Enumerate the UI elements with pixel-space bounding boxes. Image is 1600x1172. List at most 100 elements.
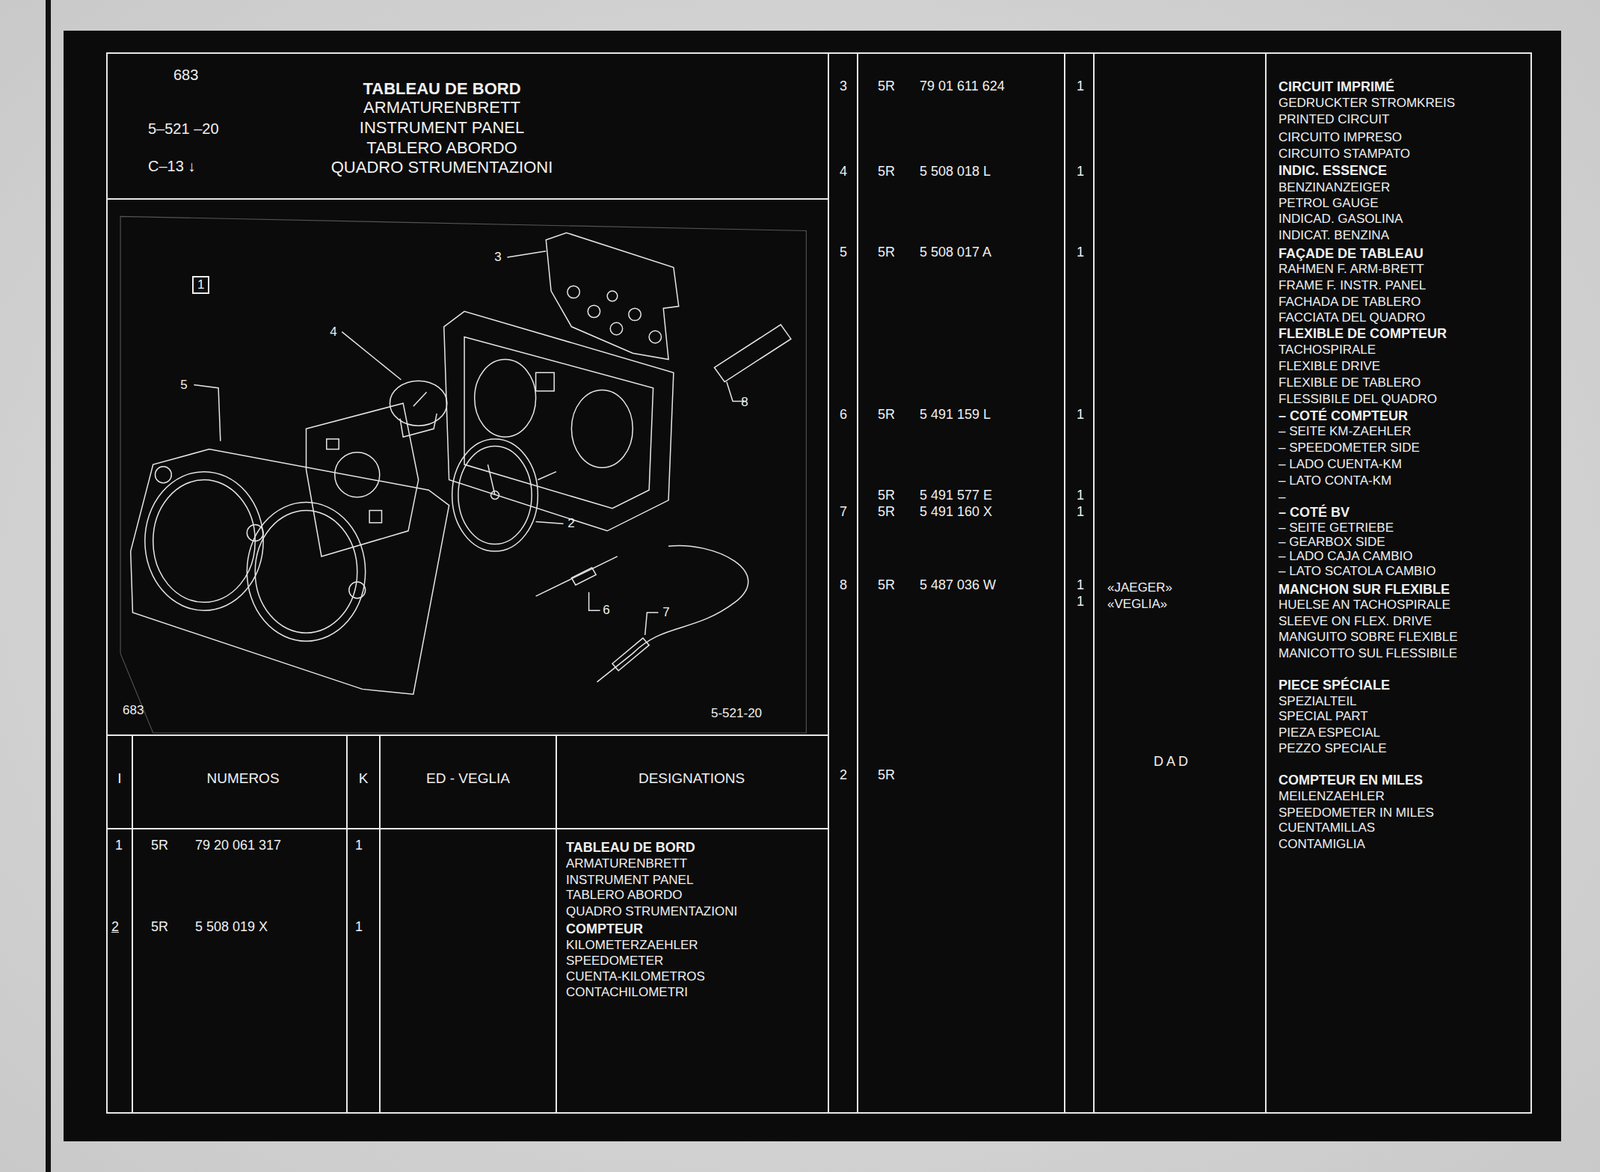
line-art xyxy=(106,53,1532,1113)
line-art xyxy=(1265,53,1267,1113)
table-cell: MEILENZAEHLER xyxy=(1278,788,1385,804)
table-cell: 5R xyxy=(877,503,895,519)
table-cell: 5R xyxy=(877,577,895,593)
line-art xyxy=(145,471,264,611)
line-art xyxy=(246,502,365,642)
table-cell: FLEXIBLE DE COMPTEUR xyxy=(1278,325,1447,341)
table-cell: MANGUITO SOBRE FLEXIBLE xyxy=(1278,629,1458,645)
line-art xyxy=(106,734,829,736)
boxed-callout: 1 xyxy=(192,275,210,294)
table-cell: FLEXIBLE DE TABLERO xyxy=(1278,375,1421,391)
table-cell: 5R xyxy=(877,244,895,260)
line-art xyxy=(587,305,600,318)
line-art xyxy=(452,438,539,552)
line-art xyxy=(827,53,830,1113)
line-art xyxy=(130,449,450,695)
table-cell: TABLERO ABORDO xyxy=(565,887,683,903)
line-art xyxy=(346,734,348,1113)
table-cell: 1 xyxy=(1076,503,1085,519)
line-art xyxy=(645,612,659,635)
line-art xyxy=(106,827,829,830)
callout-number: 1 xyxy=(197,277,205,292)
header-text: QUADRO STRUMENTAZIONI xyxy=(331,160,554,175)
table-cell: K xyxy=(358,770,369,786)
line-art xyxy=(444,311,674,531)
table-cell: 5 491 160 X xyxy=(919,503,993,519)
table-cell: «VEGLIA» xyxy=(1107,596,1168,612)
line-art xyxy=(491,491,500,500)
table-cell: 5 491 159 L xyxy=(919,406,991,422)
line-art xyxy=(326,438,339,450)
line-art xyxy=(610,322,623,335)
line-art xyxy=(334,452,380,498)
table-cell: – SPEEDOMETER SIDE xyxy=(1278,440,1420,456)
table-cell: SPEZIALTEIL xyxy=(1278,693,1358,709)
table-cell: SPEEDOMETER IN MILES xyxy=(1278,805,1435,821)
table-cell: 8 xyxy=(839,577,848,593)
line-art xyxy=(106,198,829,200)
table-cell: TACHOSPIRALE xyxy=(1278,342,1376,358)
line-art xyxy=(536,521,564,525)
table-cell: 5R xyxy=(877,767,895,783)
header-text: TABLERO ABORDO xyxy=(366,140,517,156)
line-art xyxy=(341,331,401,380)
table-cell: MANICOTTO SUL FLESSIBILE xyxy=(1278,645,1458,661)
table-cell: PIEZA ESPECIAL xyxy=(1278,725,1381,741)
table-cell: ED - VEGLIA xyxy=(426,770,510,786)
table-cell: FAÇADE DE TABLEAU xyxy=(1278,245,1424,261)
table-cell: – LATO CONTA-KM xyxy=(1278,473,1392,489)
line-art xyxy=(589,592,601,611)
line-art xyxy=(537,471,557,480)
table-cell: INDICAD. GASOLINA xyxy=(1278,211,1403,227)
line-art xyxy=(567,285,580,298)
header-text: 683 xyxy=(173,67,199,83)
table-cell: PIECE SPÉCIALE xyxy=(1278,677,1390,693)
table-cell: PETROL GAUGE xyxy=(1278,195,1379,211)
line-art xyxy=(369,510,382,523)
table-cell: 5 491 577 E xyxy=(919,487,993,503)
table-cell: «JAEGER» xyxy=(1107,580,1173,596)
table-cell: SPEEDOMETER xyxy=(565,953,664,969)
line-art xyxy=(1093,53,1095,1113)
line-art xyxy=(607,290,618,302)
line-art xyxy=(1063,53,1066,1113)
line-art xyxy=(413,391,427,406)
line-art xyxy=(154,466,172,483)
line-art xyxy=(474,358,537,437)
table-cell: FLESSIBILE DEL QUADRO xyxy=(1278,391,1438,407)
table-cell: FLEXIBLE DRIVE xyxy=(1278,358,1381,374)
table-cell: – GEARBOX SIDE xyxy=(1278,534,1386,550)
table-cell: SPECIAL PART xyxy=(1278,708,1369,724)
table-cell: – SEITE KM-ZAEHLER xyxy=(1278,423,1412,439)
table-cell: 1 xyxy=(1076,406,1085,422)
film-edge xyxy=(45,0,51,1172)
header-text: INSTRUMENT PANEL xyxy=(359,120,525,136)
line-art xyxy=(487,464,495,495)
table-cell: 1 xyxy=(1076,78,1085,94)
line-art xyxy=(714,324,792,382)
line-art xyxy=(349,581,366,599)
table-cell: 6 xyxy=(839,406,848,422)
table-cell: FRAME F. INSTR. PANEL xyxy=(1278,278,1426,294)
line-art xyxy=(648,330,661,343)
table-cell: 5 508 017 A xyxy=(919,244,992,260)
line-art xyxy=(464,336,654,508)
table-cell: INDICAT. BENZINA xyxy=(1278,228,1390,243)
table-cell: 5 487 036 W xyxy=(919,577,996,593)
callout-number: 8 xyxy=(740,394,748,410)
line-art xyxy=(458,446,532,545)
table-cell: BENZINANZEIGER xyxy=(1278,180,1390,196)
line-art xyxy=(571,389,633,468)
exploded-view xyxy=(120,216,806,733)
callout-number: 2 xyxy=(567,515,575,531)
line-art xyxy=(389,380,447,426)
table-cell: 5R xyxy=(151,837,169,853)
line-art xyxy=(379,734,381,1113)
table-cell: 5 xyxy=(839,244,848,260)
table-cell: – LADO CAJA CAMBIO xyxy=(1278,548,1414,564)
table-cell: 2 xyxy=(839,767,848,783)
line-art xyxy=(246,524,264,542)
header-text: 5–521 –20 xyxy=(148,121,220,137)
table-cell: 5R xyxy=(877,406,895,422)
